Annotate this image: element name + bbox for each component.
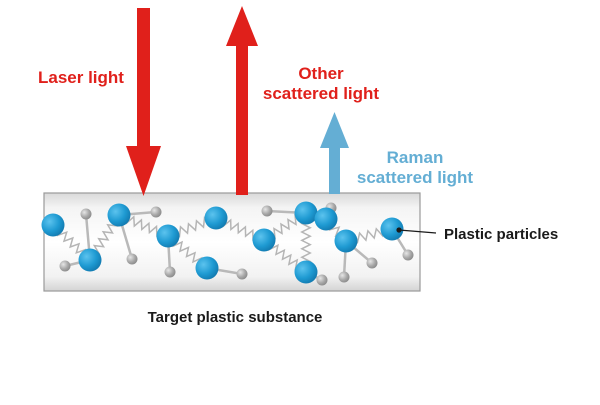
- hydrogen-atom: [59, 260, 71, 272]
- molecule-chain-icon: [41, 201, 414, 286]
- raman-arrow-up-icon: [320, 112, 349, 194]
- carbon-atom: [294, 260, 318, 284]
- particle-pointer-line: [398, 229, 437, 234]
- other-label-line2: scattered light: [262, 83, 380, 103]
- hydrogen-atom: [316, 274, 328, 286]
- hydrogen-atom: [126, 253, 138, 265]
- hydrogen-atom: [150, 206, 162, 218]
- hydrogen-atom: [338, 271, 350, 283]
- raman-label-line2: scattered light: [356, 167, 474, 187]
- carbon-atom: [78, 248, 102, 272]
- carbon-atom: [334, 229, 358, 253]
- carbon-atom: [107, 203, 131, 227]
- other-scattered-light-label: Other scattered light: [254, 64, 388, 103]
- raman-scattered-light-label: Raman scattered light: [352, 148, 478, 187]
- hydrogen-atom: [236, 268, 248, 280]
- laser-light-label: Laser light: [38, 68, 124, 87]
- carbon-atom: [314, 207, 338, 231]
- carbon-atom: [294, 201, 318, 225]
- carbon-atom: [380, 217, 404, 241]
- hydrogen-atom: [402, 249, 414, 261]
- hydrogen-atom: [80, 208, 92, 220]
- target-plastic-substance-label: Target plastic substance: [147, 309, 323, 326]
- hydrogen-atom: [366, 257, 378, 269]
- carbon-atom: [195, 256, 219, 280]
- carbon-atom: [41, 213, 65, 237]
- laser-arrow-down-icon: [126, 8, 161, 196]
- particle-pointer-dot: [396, 227, 402, 233]
- hydrogen-atom: [261, 205, 273, 217]
- scattered-arrow-up-icon: [226, 6, 258, 195]
- carbon-atom: [252, 228, 276, 252]
- plastic-particles-label: Plastic particles: [444, 226, 559, 243]
- carbon-atom: [156, 224, 180, 248]
- hydrogen-atom: [164, 266, 176, 278]
- raman-label-line1: Raman: [386, 148, 444, 167]
- carbon-atom: [204, 206, 228, 230]
- other-label-line1: Other: [298, 64, 344, 83]
